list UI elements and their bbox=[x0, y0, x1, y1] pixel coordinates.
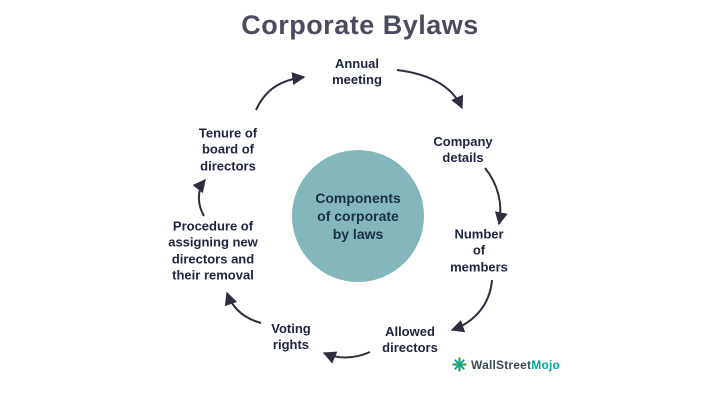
arrow-allowed-to-voting bbox=[322, 351, 371, 364]
brand-text-wallstreet: WallStreet bbox=[471, 357, 532, 372]
node-annual-meeting: Annual meeting bbox=[332, 55, 382, 87]
wallstreetmojo-icon bbox=[452, 357, 467, 372]
brand-logo: WallStreetMojo bbox=[452, 357, 560, 372]
center-label: Components of corporate by laws bbox=[315, 189, 401, 243]
brand-text: WallStreetMojo bbox=[471, 358, 560, 372]
node-voting-rights: Voting rights bbox=[271, 320, 311, 352]
arrow-voting-to-procedure bbox=[224, 291, 262, 324]
node-tenure-of-board: Tenure of board of directors bbox=[198, 125, 258, 174]
arrow-number-to-allowed bbox=[450, 279, 493, 333]
arrow-company-to-number bbox=[484, 167, 508, 226]
page-title: Corporate Bylaws bbox=[241, 10, 479, 40]
arrow-procedure-to-tenure bbox=[192, 178, 206, 217]
brand-text-mojo: Mojo bbox=[531, 357, 561, 372]
arrow-annual-to-company bbox=[396, 69, 464, 110]
center-circle: Components of corporate by laws bbox=[292, 150, 424, 282]
arrow-tenure-to-annual bbox=[255, 72, 306, 111]
node-company-details: Company details bbox=[433, 133, 493, 165]
node-allowed-directors: Allowed directors bbox=[382, 323, 438, 355]
node-number-of-members: Number of members bbox=[450, 226, 508, 275]
node-procedure-of-assigning-directors: Procedure of assigning new directors and… bbox=[168, 218, 258, 283]
